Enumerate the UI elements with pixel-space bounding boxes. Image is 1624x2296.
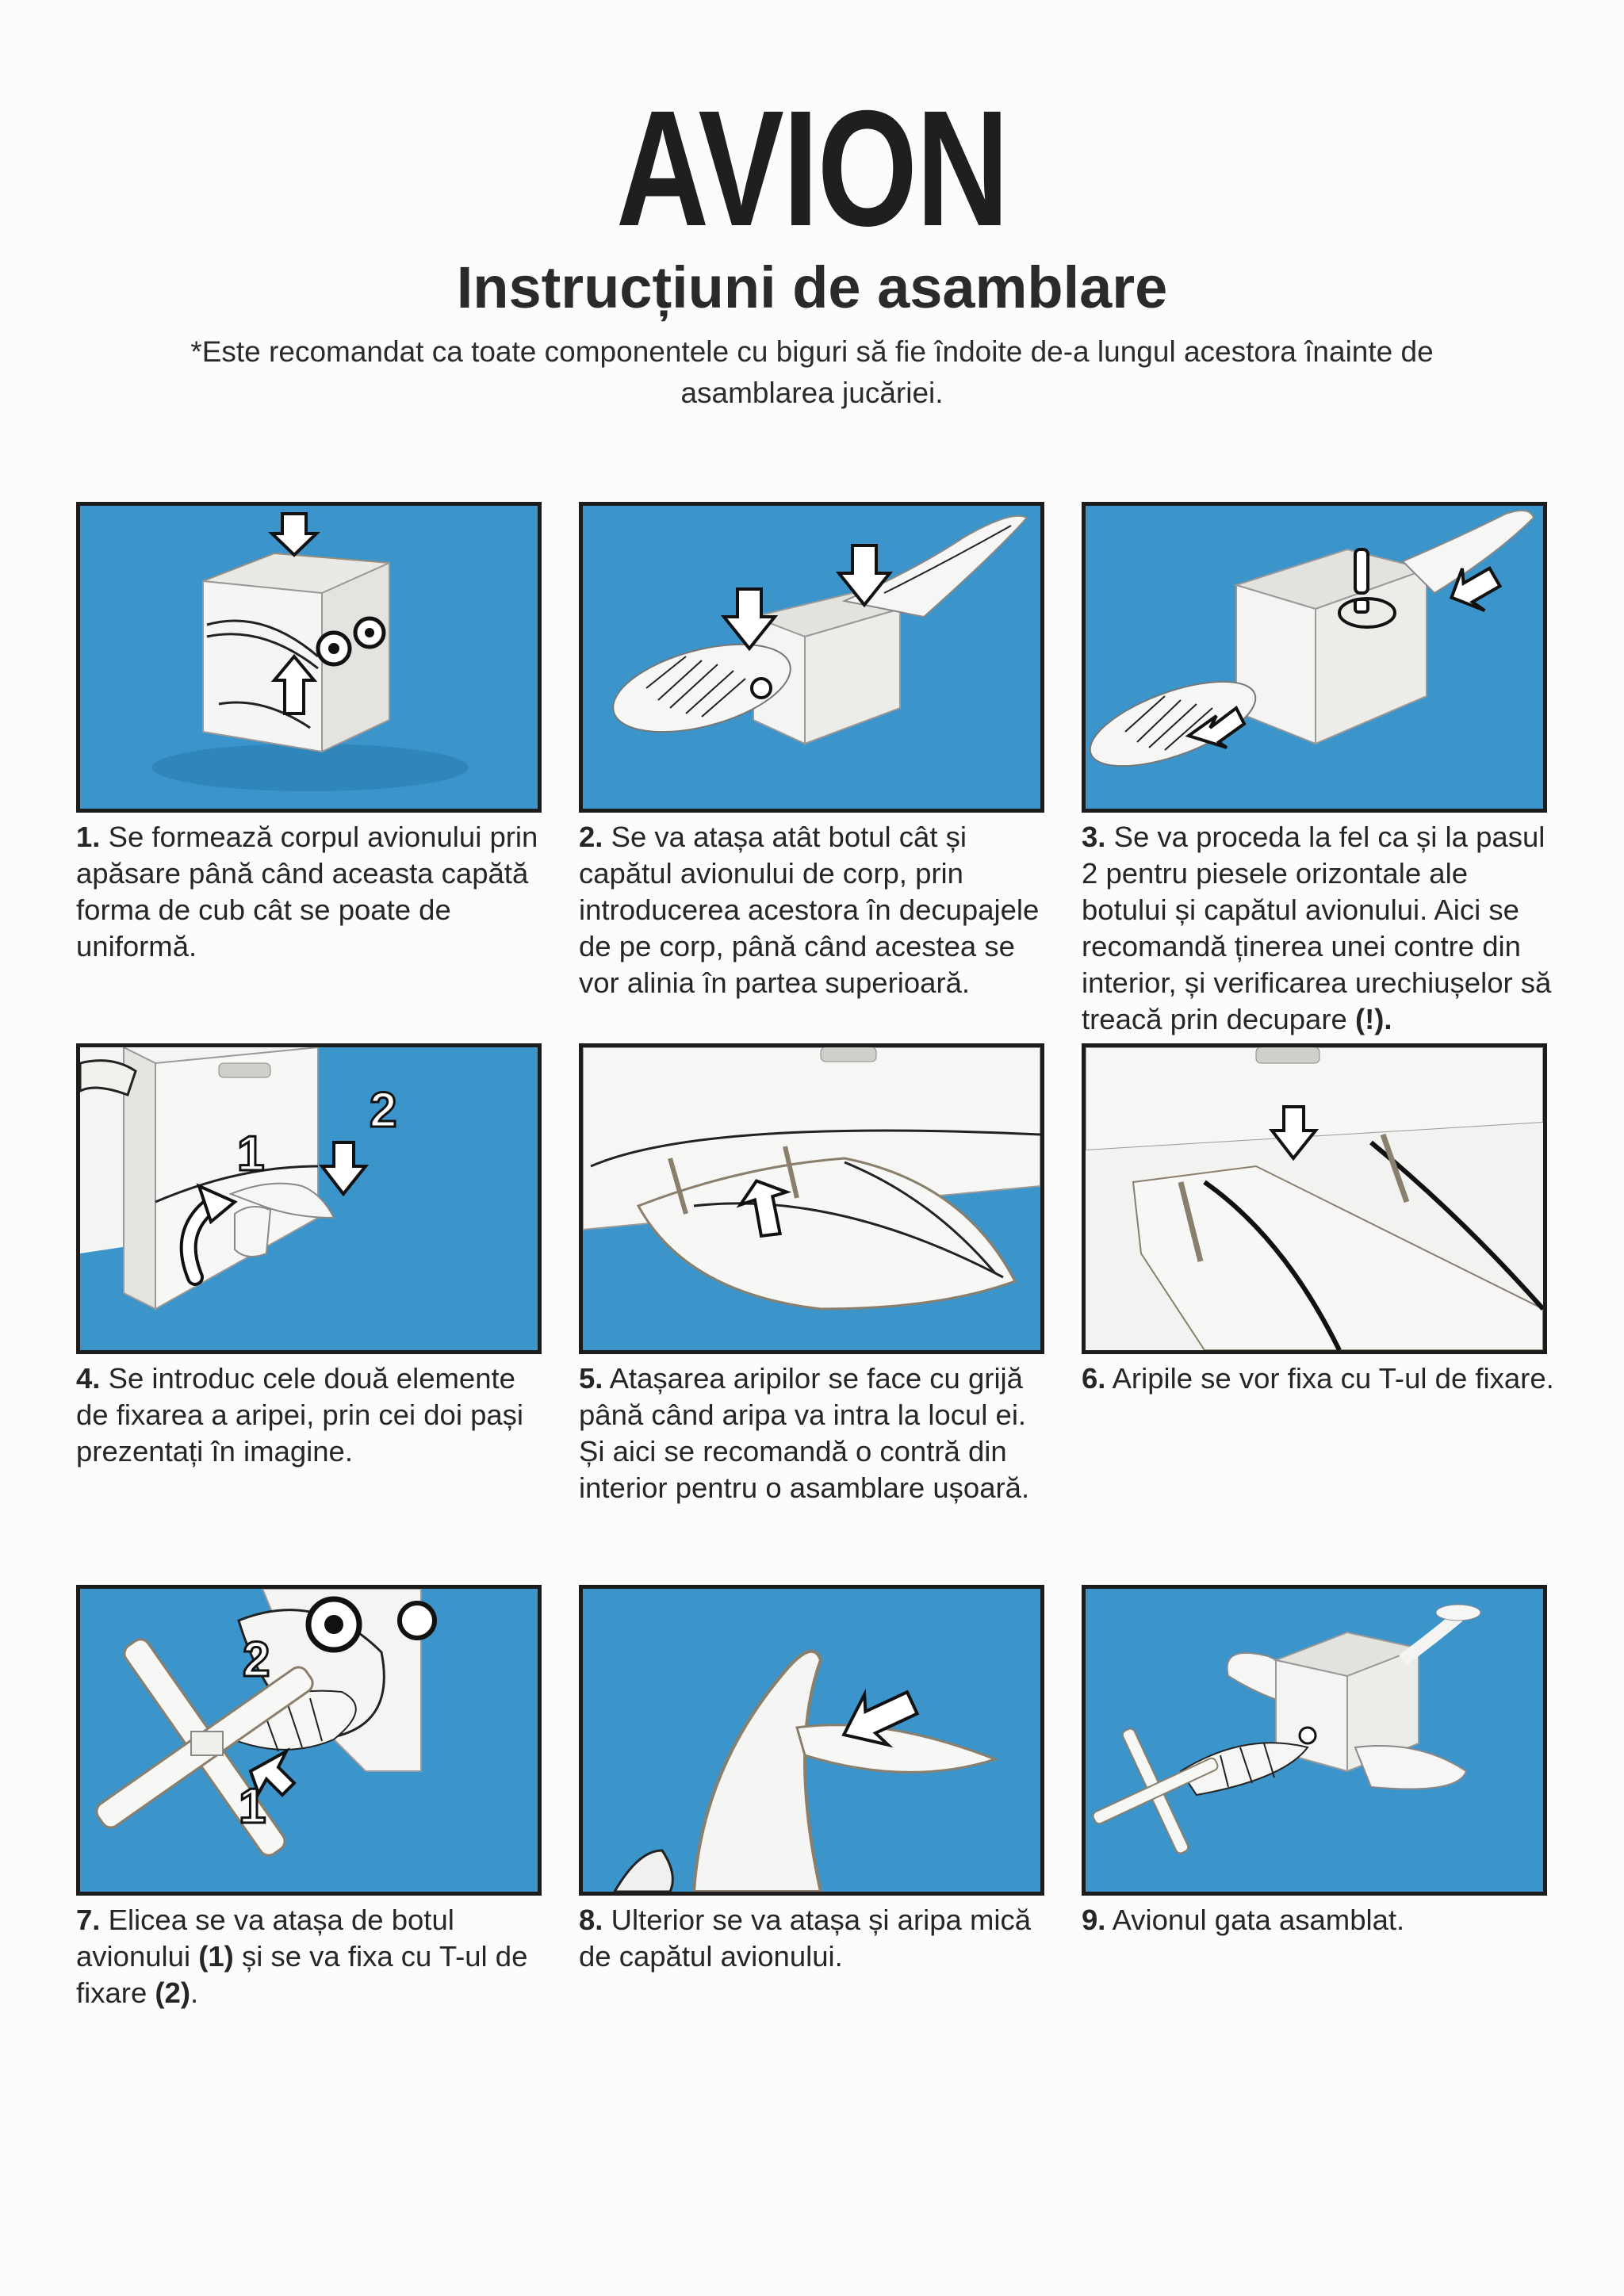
step-7-bold-2: (2) [155,1976,191,2009]
step-number: 5. [579,1362,603,1395]
step-8: 8. Ulterior se va atașa și aripa mică de… [579,1585,1044,1975]
step-text: Se introduc cele două elemente de fixare… [76,1362,524,1468]
page-title: AVION [616,77,1009,261]
page-subtitle: Instrucțiuni de asamblare [456,254,1168,320]
step-text: Aripile se vor fixa cu T-ul de fixare. [1105,1362,1554,1395]
step-5: 5. Atașarea aripilor se face cu grijă pâ… [579,1043,1044,1506]
step-9-photo [1082,1585,1547,1896]
step-9-caption: 9. Avionul gata asamblat. [1082,1902,1557,1938]
step-text-2: și se va fixa cu T-ul de fixare [76,1940,528,2009]
step-3: 3. Se va proceda la fel ca și la pasul 2… [1082,502,1551,1038]
step-4-caption: 4. Se introduc cele două elemente de fix… [76,1360,552,1470]
step-1: 1. Se formează corpul avionului prin apă… [76,502,542,965]
step-4-label-2: 2 [370,1083,396,1138]
step-3-photo [1082,502,1547,813]
step-number: 8. [579,1904,603,1936]
step-number: 6. [1082,1362,1106,1395]
step-6-photo [1082,1043,1547,1354]
step-4: 1 2 4. Se introduc cele două elemente de… [76,1043,542,1470]
step-6-caption: 6. Aripile se vor fixa cu T-ul de fixare… [1082,1360,1557,1397]
step-7: 2 1 7. Elicea se va atașa de botul avion… [76,1585,542,2011]
step-3-bold-suffix: (!). [1354,1003,1392,1035]
step-text: Elicea se va atașa de botul avionului [76,1904,454,1973]
step-7-bold-1: (1) [198,1940,234,1973]
step-text: Se formează corpul avionului prin apăsar… [76,821,538,962]
step-number: 1. [76,821,101,853]
step-7-photo: 2 1 [76,1585,542,1896]
step-9: 9. Avionul gata asamblat. [1082,1585,1547,1938]
step-3-caption: 3. Se va proceda la fel ca și la pasul 2… [1082,819,1557,1038]
step-5-photo [579,1043,1044,1354]
step-4-label-1: 1 [237,1127,264,1181]
step-8-caption: 8. Ulterior se va atașa și aripa mică de… [579,1902,1055,1975]
step-1-caption: 1. Se formează corpul avionului prin apă… [76,819,552,965]
step-text: Avionul gata asamblat. [1105,1904,1405,1936]
step-2: 2. Se va atașa atât botul cât și capătul… [579,502,1044,1001]
step-7-label-1: 1 [239,1779,266,1834]
step-1-photo [76,502,542,813]
step-number: 3. [1082,821,1106,853]
step-text-3: . [190,1976,199,2009]
step-5-caption: 5. Atașarea aripilor se face cu grijă pâ… [579,1360,1055,1506]
step-8-photo [579,1585,1044,1896]
step-7-label-2: 2 [243,1632,270,1687]
step-number: 2. [579,821,603,853]
step-7-caption: 7. Elicea se va atașa de botul avionului… [76,1902,552,2011]
step-text: Se va proceda la fel ca și la pasul 2 pe… [1082,821,1552,1035]
step-text: Se va atașa atât botul cât și capătul av… [579,821,1040,999]
step-4-photo: 1 2 [76,1043,542,1354]
step-number: 4. [76,1362,101,1395]
step-number: 9. [1082,1904,1106,1936]
step-number: 7. [76,1904,101,1936]
step-2-caption: 2. Se va atașa atât botul cât și capătul… [579,819,1055,1001]
step-6: 6. Aripile se vor fixa cu T-ul de fixare… [1082,1043,1554,1397]
step-text: Atașarea aripilor se face cu grijă până … [579,1362,1030,1504]
assembly-note: *Este recomandat ca toate componentele c… [190,335,1434,409]
step-2-photo [579,502,1044,813]
step-text: Ulterior se va atașa și aripa mică de ca… [579,1904,1032,1973]
